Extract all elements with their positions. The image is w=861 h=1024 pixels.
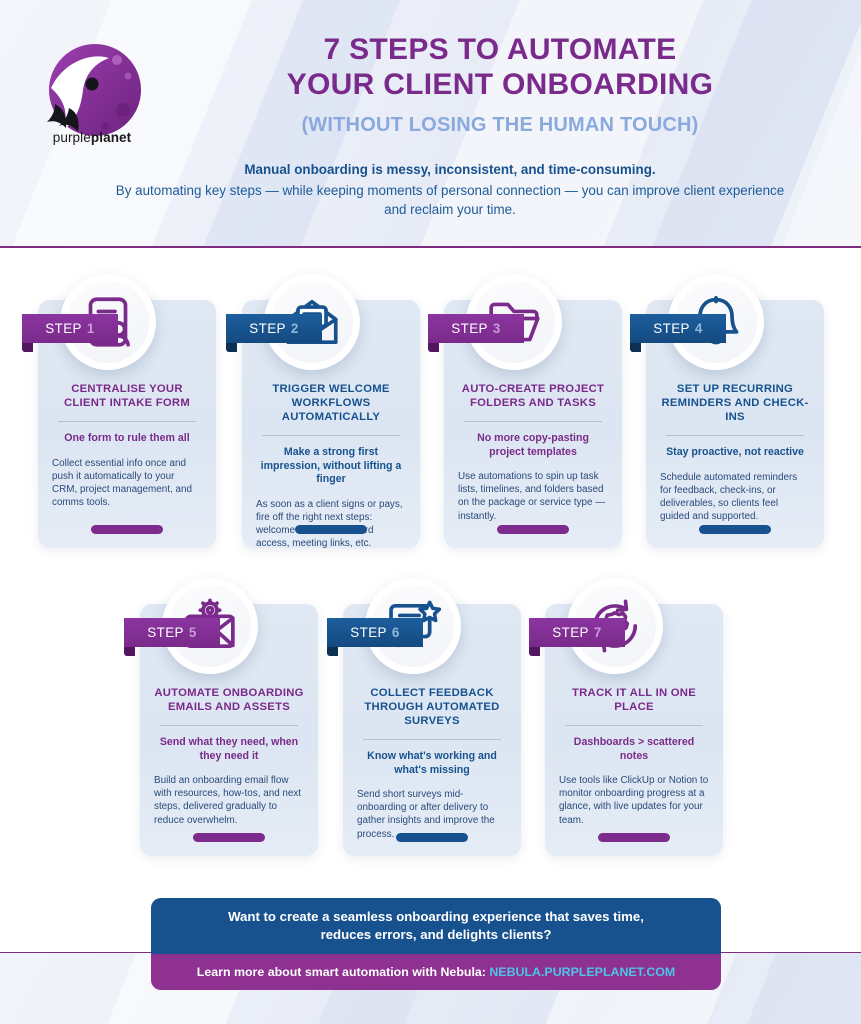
cta-line-2: reduces errors, and delights clients? (320, 927, 552, 942)
step-number: 2 (290, 321, 299, 336)
card-accent-pill (497, 525, 569, 534)
divider (464, 421, 602, 422)
divider (565, 725, 703, 726)
ribbon-fold (529, 647, 540, 656)
learn-more-bar[interactable]: Learn more about smart automation with N… (151, 954, 721, 990)
card-accent-pill (396, 833, 468, 842)
step-body: Use tools like ClickUp or Notion to moni… (559, 775, 709, 826)
divider (262, 435, 400, 436)
step-number: 5 (188, 625, 197, 640)
step-badge-label: STEP (552, 625, 589, 640)
ribbon-fold (22, 343, 33, 352)
divider (666, 435, 804, 436)
card-accent-pill (193, 833, 265, 842)
ribbon-fold (124, 647, 135, 656)
step-title: CENTRALISE YOUR CLIENT INTAKE FORM (63, 383, 191, 409)
step-title: AUTOMATE ONBOARDING EMAILS AND ASSETS (154, 687, 304, 713)
step-number: 6 (391, 625, 400, 640)
step-badge-label: STEP (45, 321, 82, 336)
step-subtitle: Send what they need, when they need it (159, 736, 299, 762)
page-title: 7 STEPS TO AUTOMATE YOUR CLIENT ONBOARDI… (150, 32, 850, 102)
step-number: 1 (86, 321, 95, 336)
lead-strong: Manual onboarding is messy, inconsistent… (244, 162, 656, 177)
step-badge-label: STEP (350, 625, 387, 640)
step-subtitle: Make a strong first impression, without … (260, 446, 402, 485)
card-accent-pill (699, 525, 771, 534)
step-badge-6: STEP 6 (327, 618, 423, 656)
step-title: AUTO-CREATE PROJECT FOLDERS AND TASKS (461, 383, 605, 409)
purple-planet-rocket-logo (33, 38, 151, 148)
divider (160, 725, 298, 726)
page-lead: Manual onboarding is messy, inconsistent… (110, 160, 790, 220)
brand-name-bold: planet (90, 130, 132, 145)
step-title: SET UP RECURRING REMINDERS AND CHECK-INS (661, 383, 809, 423)
step-card-5: AUTOMATE ONBOARDING EMAILS AND ASSETS Sen… (140, 604, 318, 856)
step-badge-label: STEP (249, 321, 286, 336)
page-subtitle: (WITHOUT LOSING THE HUMAN TOUCH) (301, 114, 699, 136)
step-number: 7 (593, 625, 602, 640)
step-number: 4 (694, 321, 703, 336)
step-badge-1: STEP 1 (22, 314, 118, 352)
step-subtitle: One form to rule them all (64, 432, 190, 444)
cta-banner: Want to create a seamless onboarding exp… (151, 898, 721, 954)
card-accent-pill (295, 525, 367, 534)
cta-line-1: Want to create a seamless onboarding exp… (228, 909, 644, 924)
ribbon-fold (327, 647, 338, 656)
step-badge-label: STEP (653, 321, 690, 336)
step-badge-label: STEP (451, 321, 488, 336)
website-link[interactable]: NEBULA.PURPLEPLANET.COM (489, 965, 676, 979)
step-title: COLLECT FEEDBACK THROUGH AUTOMATED SURVE… (364, 687, 500, 727)
header-divider (0, 246, 861, 248)
step-subtitle: Dashboards > scattered notes (573, 736, 695, 762)
step-subtitle: Know what's working and what's missing (367, 750, 497, 776)
learn-more-text: Learn more about smart automation with N… (196, 965, 490, 979)
divider (363, 739, 501, 740)
step-body: Schedule automated reminders for feedbac… (660, 471, 798, 523)
brand-name-light: purple (52, 130, 91, 145)
step-title: TRIGGER WELCOME WORKFLOWS AUTOMATICALLY (272, 383, 390, 423)
step-subtitle: No more copy-pasting project templates (477, 432, 589, 458)
lead-rest: By automating key steps — while keeping … (115, 182, 785, 218)
step-body: Use automations to spin up task lists, t… (458, 471, 606, 522)
brand-wordmark: purpleplanet (33, 130, 151, 145)
step-title: TRACK IT ALL IN ONE PLACE (572, 687, 696, 713)
step-badge-2: STEP 2 (226, 314, 322, 352)
ribbon-fold (630, 343, 641, 352)
ribbon-fold (428, 343, 439, 352)
step-badge-7: STEP 7 (529, 618, 625, 656)
card-accent-pill (598, 833, 670, 842)
step-badge-3: STEP 3 (428, 314, 524, 352)
step-body: As soon as a client signs or pays, fire … (256, 498, 403, 550)
step-badge-5: STEP 5 (124, 618, 220, 656)
step-body: Send short surveys mid-onboarding or aft… (357, 789, 495, 840)
step-body: Build an onboarding email flow with reso… (154, 775, 302, 826)
step-badge-4: STEP 4 (630, 314, 726, 352)
divider (58, 421, 196, 422)
title-line-2: YOUR CLIENT ONBOARDING (286, 68, 714, 101)
ribbon-fold (226, 343, 237, 352)
header-background (0, 0, 861, 247)
title-line-1: 7 STEPS TO AUTOMATE (323, 33, 677, 66)
card-accent-pill (91, 525, 163, 534)
step-subtitle: Stay proactive, not reactive (666, 446, 804, 458)
step-body: Collect essential info once and push it … (52, 457, 192, 509)
step-badge-label: STEP (147, 625, 184, 640)
step-number: 3 (492, 321, 501, 336)
